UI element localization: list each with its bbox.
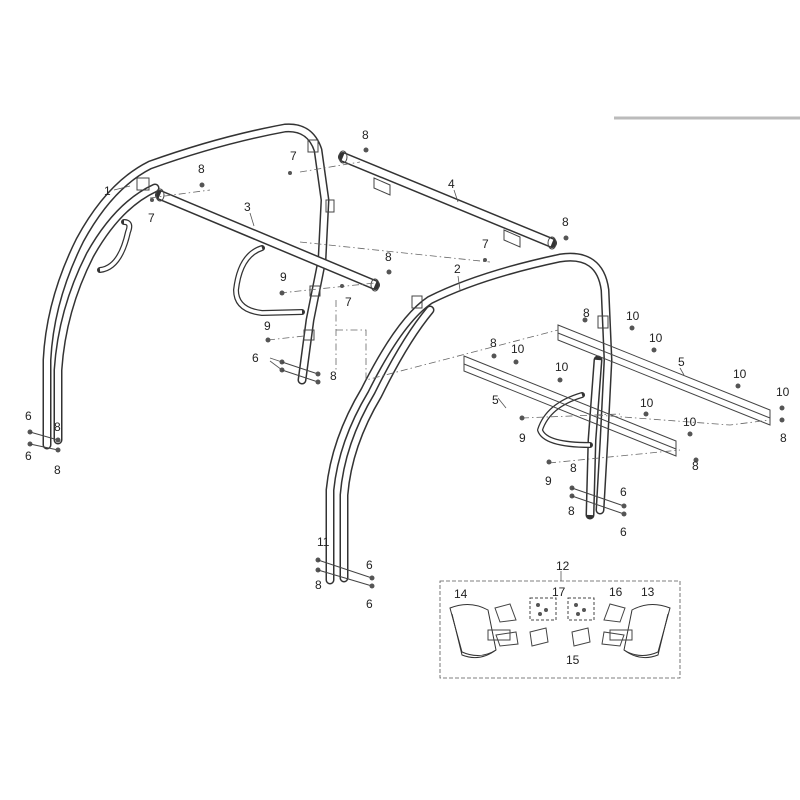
side-rail-lower xyxy=(463,355,677,457)
callout-8: 8 xyxy=(198,162,205,176)
callout-7: 7 xyxy=(482,237,489,251)
callout-3: 3 xyxy=(244,200,251,214)
fastener-front-left xyxy=(315,557,375,589)
callout-5-upper: 5 xyxy=(678,355,685,369)
fasteners xyxy=(27,147,785,589)
callout-9: 9 xyxy=(280,270,287,284)
callout-17: 17 xyxy=(552,585,566,599)
mirror-kit-box xyxy=(439,571,681,679)
mirror-right-13 xyxy=(601,603,671,659)
front-roll-hoop xyxy=(325,252,613,585)
callout-6: 6 xyxy=(366,558,373,572)
rear-roll-hoop xyxy=(42,123,335,450)
leader-lines xyxy=(113,185,685,409)
callout-8: 8 xyxy=(568,504,575,518)
callout-9: 9 xyxy=(519,431,526,445)
callout-1: 1 xyxy=(104,184,111,198)
assembly-lines xyxy=(149,161,771,464)
callout-7: 7 xyxy=(345,295,352,309)
callout-10: 10 xyxy=(511,342,525,356)
callout-5-lower: 5 xyxy=(492,393,499,407)
callout-6: 6 xyxy=(252,351,259,365)
fastener-rear-left xyxy=(27,429,61,453)
callout-7: 7 xyxy=(290,149,297,163)
callout-10: 10 xyxy=(640,396,654,410)
callout-8: 8 xyxy=(562,215,569,229)
callout-labels: 1 2 3 4 5 5 6 6 6 6 6 6 6 7 7 7 7 8 8 8 … xyxy=(25,128,790,667)
callout-8: 8 xyxy=(385,250,392,264)
fastener-rear-right xyxy=(279,359,321,385)
callout-8: 8 xyxy=(362,128,369,142)
callout-11: 11 xyxy=(317,535,330,549)
callout-7: 7 xyxy=(148,211,155,225)
callout-8: 8 xyxy=(315,578,322,592)
callout-8: 8 xyxy=(330,369,337,383)
callout-6: 6 xyxy=(620,485,627,499)
callout-10: 10 xyxy=(733,367,747,381)
callout-16: 16 xyxy=(609,585,623,599)
mirror-left-14 xyxy=(449,603,519,659)
callout-8: 8 xyxy=(490,336,497,350)
callout-6: 6 xyxy=(620,525,627,539)
callout-8: 8 xyxy=(570,461,577,475)
callout-6: 6 xyxy=(25,449,32,463)
cross-bar-4 xyxy=(338,150,557,250)
callout-12: 12 xyxy=(556,559,570,573)
callout-8: 8 xyxy=(583,306,590,320)
callout-10: 10 xyxy=(626,309,640,323)
callout-8: 8 xyxy=(780,431,787,445)
callout-4: 4 xyxy=(448,177,455,191)
callout-8: 8 xyxy=(692,459,699,473)
callout-9: 9 xyxy=(264,319,271,333)
callout-10: 10 xyxy=(776,385,790,399)
callout-15: 15 xyxy=(566,653,580,667)
callout-6: 6 xyxy=(25,409,32,423)
callout-8: 8 xyxy=(54,420,61,434)
cross-bar-3 xyxy=(155,188,380,341)
callout-14: 14 xyxy=(454,587,468,601)
callout-8: 8 xyxy=(54,463,61,477)
callout-6: 6 xyxy=(366,597,373,611)
callout-10: 10 xyxy=(649,331,663,345)
callout-9: 9 xyxy=(545,474,552,488)
callout-10: 10 xyxy=(555,360,569,374)
callout-10: 10 xyxy=(683,415,697,429)
callout-13: 13 xyxy=(641,585,655,599)
callout-2: 2 xyxy=(454,262,461,276)
fastener-front-right xyxy=(569,485,627,517)
